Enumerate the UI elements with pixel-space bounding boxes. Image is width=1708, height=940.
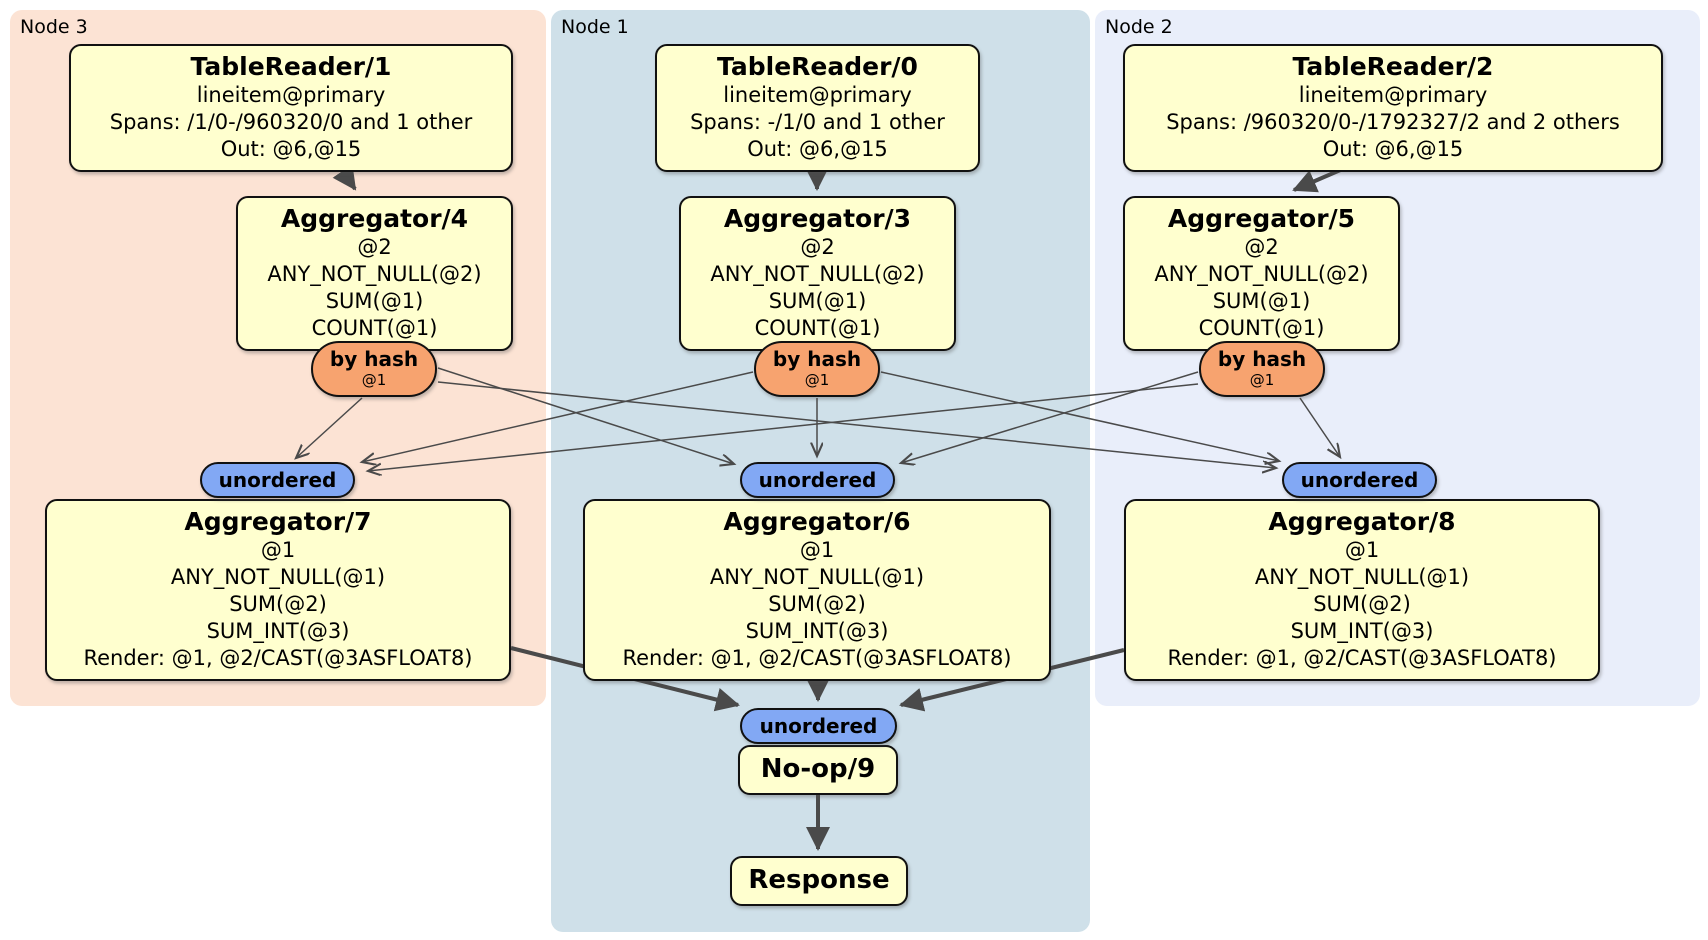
processor-aggregator6: Aggregator/6 @1 ANY_NOT_NULL(@1) SUM(@2)… <box>583 499 1051 681</box>
processor-detail: ANY_NOT_NULL(@2) <box>267 262 482 286</box>
edge-hash2-unordered3 <box>368 383 1199 471</box>
router-label: by hash <box>329 347 419 371</box>
processor-detail: Out: @6,@15 <box>1322 137 1464 161</box>
processor-title: Aggregator/5 <box>1167 204 1356 233</box>
sync-unordered-final: unordered <box>740 708 897 744</box>
edge-hash3-unordered1 <box>437 367 734 464</box>
processor-aggregator4: Aggregator/4 @2 ANY_NOT_NULL(@2) SUM(@1)… <box>236 196 513 351</box>
processor-detail: Out: @6,@15 <box>220 137 362 161</box>
processor-response: Response <box>730 856 908 906</box>
processor-detail: lineitem@primary <box>196 83 386 107</box>
sync-unordered-node2: unordered <box>1282 462 1437 498</box>
processor-title: Aggregator/3 <box>723 204 912 233</box>
processor-detail: SUM_INT(@3) <box>206 619 350 643</box>
processor-title: Response <box>748 865 890 895</box>
processor-title: Aggregator/8 <box>1268 507 1456 536</box>
router-label: by hash <box>1217 347 1307 371</box>
processor-detail: Render: @1, @2/CAST(@3ASFLOAT8) <box>83 646 473 670</box>
router-detail: @1 <box>1249 371 1275 389</box>
processor-tablereader1: TableReader/1 lineitem@primary Spans: /1… <box>69 44 513 172</box>
processor-title: TableReader/0 <box>717 52 918 81</box>
processor-title: Aggregator/6 <box>723 507 911 536</box>
processor-detail: SUM_INT(@3) <box>745 619 889 643</box>
edge-hash3-unordered2 <box>437 381 1276 468</box>
processor-title: TableReader/1 <box>190 52 392 81</box>
processor-detail: @2 <box>800 235 835 259</box>
processor-aggregator7: Aggregator/7 @1 ANY_NOT_NULL(@1) SUM(@2)… <box>45 499 511 681</box>
edge-hash1-unordered2 <box>880 371 1279 461</box>
panel-node1-label: Node 1 <box>561 16 629 38</box>
processor-detail: COUNT(@1) <box>1198 316 1325 340</box>
processor-detail: @1 <box>1344 538 1380 562</box>
sync-unordered-node1: unordered <box>740 462 895 498</box>
processor-aggregator8: Aggregator/8 @1 ANY_NOT_NULL(@1) SUM(@2)… <box>1124 499 1600 681</box>
sync-unordered-node3: unordered <box>200 462 355 498</box>
processor-detail: ANY_NOT_NULL(@2) <box>710 262 925 286</box>
processor-detail: SUM(@1) <box>1212 289 1311 313</box>
processor-detail: Render: @1, @2/CAST(@3ASFLOAT8) <box>622 646 1012 670</box>
router-by-hash-node2: by hash @1 <box>1199 341 1325 397</box>
edge-hash2-unordered2 <box>1299 397 1340 457</box>
processor-detail: ANY_NOT_NULL(@1) <box>709 565 925 589</box>
processor-detail: @2 <box>1244 235 1279 259</box>
sync-label: unordered <box>1300 468 1419 492</box>
processor-detail: Spans: -/1/0 and 1 other <box>690 110 945 134</box>
processor-detail: SUM(@2) <box>1313 592 1411 616</box>
processor-noop9: No-op/9 <box>738 745 898 795</box>
processor-detail: Out: @6,@15 <box>747 137 888 161</box>
processor-detail: lineitem@primary <box>1298 83 1488 107</box>
sync-label: unordered <box>218 468 337 492</box>
edge-hash3-unordered3 <box>296 397 363 458</box>
processor-detail: SUM(@2) <box>768 592 866 616</box>
processor-detail: ANY_NOT_NULL(@1) <box>170 565 386 589</box>
processor-detail: @1 <box>260 538 296 562</box>
processor-detail: SUM(@1) <box>325 289 424 313</box>
router-detail: @1 <box>361 371 387 389</box>
panel-node3-label: Node 3 <box>20 16 88 38</box>
processor-title: Aggregator/7 <box>184 507 372 536</box>
processor-detail: SUM(@1) <box>768 289 867 313</box>
processor-detail: COUNT(@1) <box>754 316 881 340</box>
sync-label: unordered <box>759 714 878 738</box>
processor-aggregator5: Aggregator/5 @2 ANY_NOT_NULL(@2) SUM(@1)… <box>1123 196 1400 351</box>
processor-detail: COUNT(@1) <box>311 316 438 340</box>
router-label: by hash <box>772 347 862 371</box>
processor-tablereader0: TableReader/0 lineitem@primary Spans: -/… <box>655 44 980 172</box>
router-by-hash-node3: by hash @1 <box>311 341 437 397</box>
router-detail: @1 <box>804 371 830 389</box>
processor-detail: lineitem@primary <box>723 83 912 107</box>
processor-detail: ANY_NOT_NULL(@1) <box>1254 565 1470 589</box>
edge-hash2-unordered1 <box>901 371 1199 463</box>
router-by-hash-node1: by hash @1 <box>754 341 880 397</box>
processor-detail: Spans: /960320/0-/1792327/2 and 2 others <box>1166 110 1620 134</box>
processor-title: No-op/9 <box>760 754 876 784</box>
processor-detail: @2 <box>357 235 392 259</box>
processor-detail: Render: @1, @2/CAST(@3ASFLOAT8) <box>1167 646 1557 670</box>
processor-detail: @1 <box>799 538 835 562</box>
processor-title: TableReader/2 <box>1292 52 1494 81</box>
panel-node2-label: Node 2 <box>1105 16 1173 38</box>
processor-title: Aggregator/4 <box>280 204 469 233</box>
processor-tablereader2: TableReader/2 lineitem@primary Spans: /9… <box>1123 44 1663 172</box>
edge-hash1-unordered3 <box>362 371 754 462</box>
processor-detail: Spans: /1/0-/960320/0 and 1 other <box>109 110 473 134</box>
processor-aggregator3: Aggregator/3 @2 ANY_NOT_NULL(@2) SUM(@1)… <box>679 196 956 351</box>
sync-label: unordered <box>758 468 877 492</box>
processor-detail: SUM(@2) <box>229 592 327 616</box>
processor-detail: ANY_NOT_NULL(@2) <box>1154 262 1369 286</box>
processor-detail: SUM_INT(@3) <box>1290 619 1434 643</box>
